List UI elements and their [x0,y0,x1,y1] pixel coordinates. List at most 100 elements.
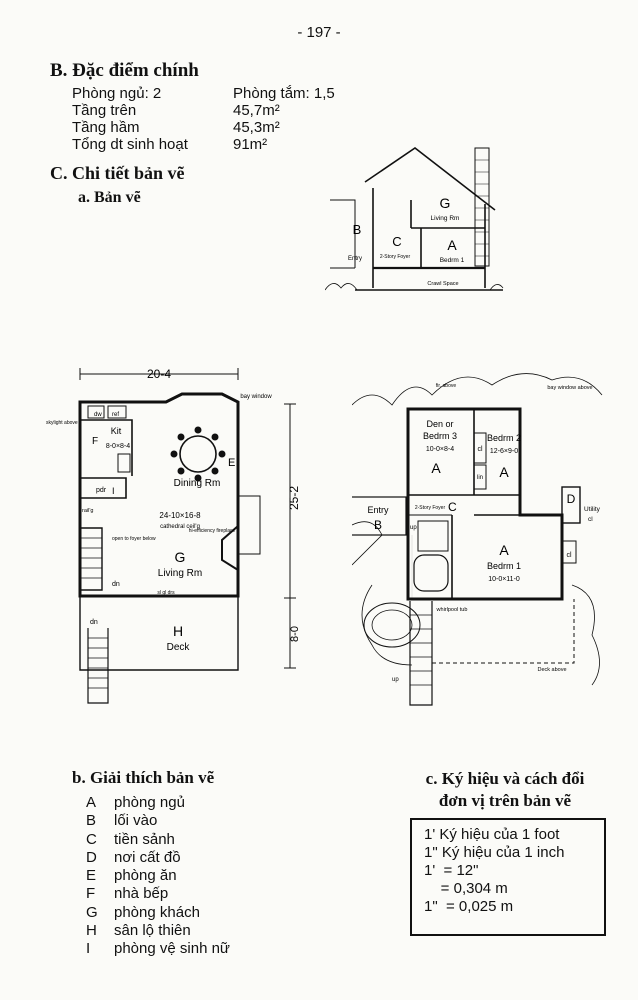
section-c-sub-a: a. Bản vẽ [78,189,141,206]
legend-key: D [86,848,97,866]
legend-text: sân lộ thiên [114,922,191,940]
room-label: A [447,237,457,253]
spec-value: Phòng tắm: 1,5 [233,85,335,102]
conversion-line: 1" = 0,025 m [424,898,514,915]
room-label: A [499,464,509,480]
lower-floor-plan: fir. above bay window above Den or Bedrm… [352,373,603,706]
room-label: 10-0×8-4 [426,446,454,453]
room-label: pdr [96,487,107,494]
note-label: up [410,525,417,531]
legend-title: b. Giải thích bản vẽ [72,768,215,787]
room-label: dw [94,412,102,418]
room-label: Entry [367,505,389,515]
room-label: cl [477,446,483,453]
conversion-line: 1' = 12" [424,862,479,879]
legend-key: C [86,830,97,848]
legend-key: E [86,867,97,885]
room-label: D [567,492,576,506]
spec-label: Tầng hầm [72,119,140,136]
note-label: whirlpool tub [436,607,468,613]
section-c-title: C. Chi tiết bản vẽ [50,163,185,183]
room-label: C [392,234,401,249]
dimension-label: 25-2 [287,486,301,510]
legend-text: phòng khách [114,903,200,921]
dimension-label: 20-4 [147,367,171,381]
note-label: bay window [240,394,272,400]
legend-key: F [86,885,96,903]
conversion-line: 1" Ký hiệu của 1 inch [424,844,565,861]
room-label: 24-10×16-8 [159,511,201,520]
room-label: Bedrm 2 [487,433,521,443]
dimension-label: 8-0 [289,626,301,642]
legend-text: nhà bếp [114,885,169,903]
note-label: dn [112,581,120,588]
note-label: rail'g [82,508,93,514]
note-label: up [392,677,399,683]
conversion-title: c. Ký hiệu và cách đổi đơn vị trên bản v… [380,768,630,812]
spec-label: Phòng ngủ: 2 [72,85,162,102]
upper-floor-plan: 20-4 25-2 8-0 bay window skylight above … [46,367,301,704]
note-label: fir. above [436,383,457,389]
note-label: open to foyer below [112,536,156,542]
room-label: Deck [167,642,191,653]
note-label: skylight above [46,420,78,426]
spec-label: Tầng trên [72,102,137,119]
room-label: 12-6×9-0 [490,448,518,455]
legend-key: H [86,922,97,940]
conversion-box: 1' Ký hiệu của 1 foot 1" Ký hiệu của 1 i… [410,818,606,936]
room-label: H [173,623,183,639]
note-label: dn [90,619,98,626]
room-label: E [228,457,235,469]
note-label: Deck above [537,667,566,673]
legend-key: A [86,794,97,811]
note-label: cathedral ceil'g [160,524,200,530]
room-label: F [92,436,98,447]
room-label: G [440,195,451,211]
room-label: Living Rm [158,568,202,579]
room-label: Dining Rm [174,478,221,489]
spec-value: 45,7m² [233,102,280,119]
room-label: lin [477,475,483,481]
legend-text: lối vào [114,812,158,830]
legend-text: phòng ăn [114,867,177,885]
room-label: G [175,549,186,565]
room-label: Living Rm [431,215,460,222]
section-drawing: G Living Rm B Entry C 2-Story Foyer A Be… [325,147,504,291]
room-label: Kit [111,426,122,436]
room-label: I [112,486,115,496]
room-label: cl [566,552,572,559]
legend-key: G [86,903,98,921]
legend-key: B [86,812,97,830]
conversion-line: = 0,304 m [424,880,508,897]
section-b-title: B. Đặc điểm chính [50,60,199,81]
note-label: 2-Story Foyer [415,505,446,511]
room-label: cl [588,516,593,523]
room-label: Bedrm 1 [487,561,521,571]
room-label: C [448,500,457,514]
legend-key: I [86,940,91,958]
room-label: ref [112,412,119,418]
room-label: A [431,460,441,476]
room-label: 2-Story Foyer [380,254,411,260]
room-label: 10-0×11-0 [488,576,520,583]
conversion-line: 1' Ký hiệu của 1 foot [424,826,560,843]
legend-text: phòng ngủ [114,794,185,811]
page-number: - 197 - [297,24,341,41]
legend-text: tiền sảnh [114,830,175,848]
note-label: sl gl drs [157,590,175,596]
room-label: A [499,542,509,558]
room-label: 8-0×8-4 [106,443,130,450]
room-label: Den or [426,419,453,429]
room-label: B [353,222,362,237]
room-label: B [374,518,382,532]
note-label: hi-efficiency fireplace [189,528,236,534]
legend-text: phòng vệ sinh nữ [114,940,230,958]
